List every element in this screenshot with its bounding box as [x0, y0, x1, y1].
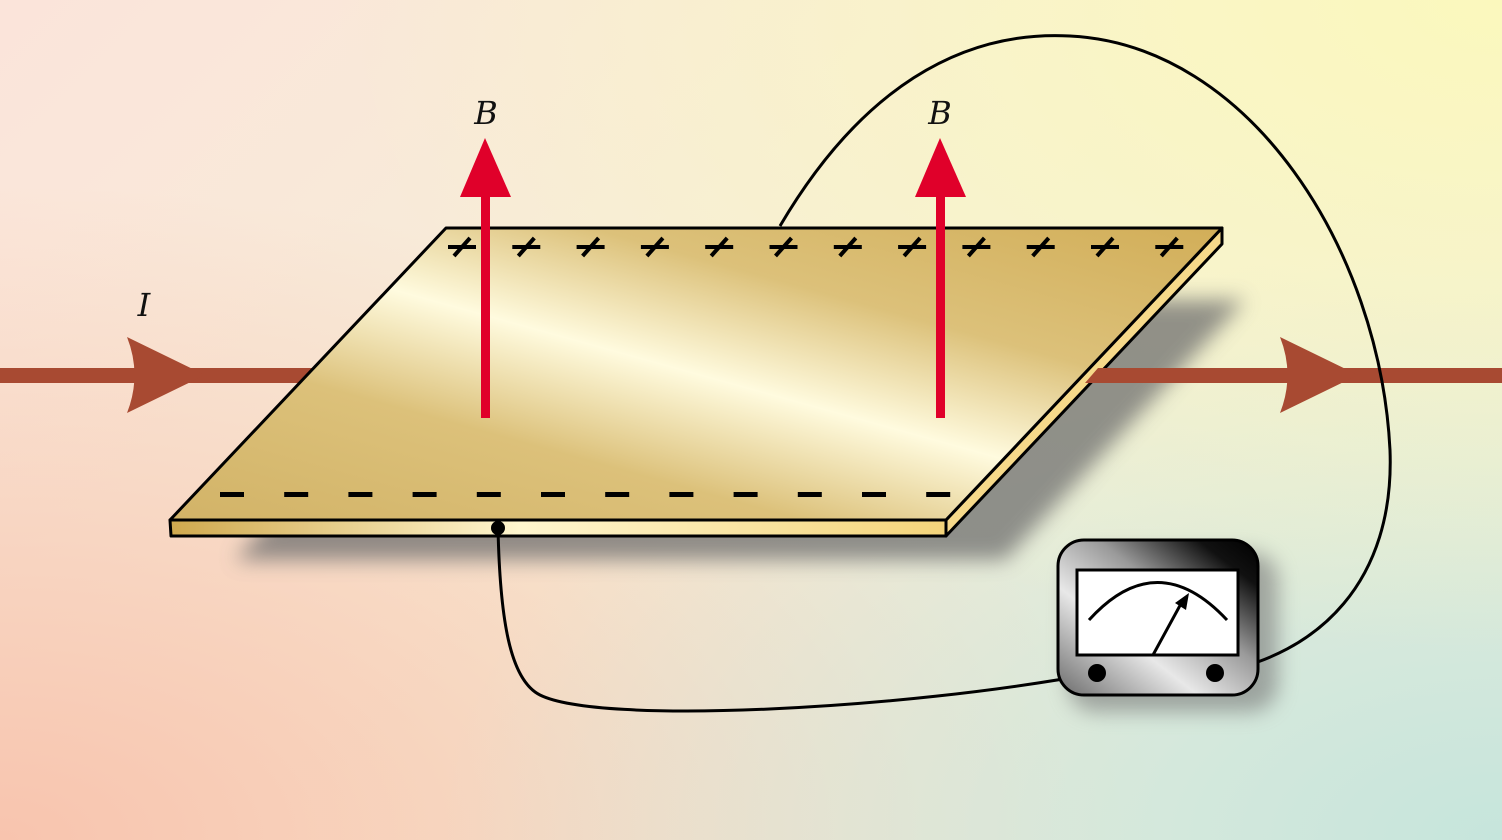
- positive-charge: [576, 236, 605, 258]
- positive-charge: [640, 236, 669, 258]
- negative-charge: [733, 492, 758, 497]
- wire-bottom: [496, 527, 1098, 713]
- negative-charges: [220, 492, 951, 497]
- current-arrow-out: [1085, 337, 1502, 413]
- magnetic-field-label-left: B: [473, 94, 498, 132]
- wire-top: [778, 34, 1392, 675]
- positive-charge: [448, 236, 476, 258]
- positive-charge: [898, 236, 927, 258]
- positive-charge: [705, 236, 734, 258]
- negative-charge: [476, 492, 501, 497]
- current-label: I: [137, 286, 152, 324]
- negative-charge: [541, 492, 565, 497]
- positive-charge: [769, 236, 798, 258]
- negative-charge: [220, 492, 244, 497]
- negative-charge: [412, 492, 437, 497]
- positive-charge: [962, 236, 991, 258]
- positive-charges: [448, 236, 1184, 258]
- positive-charge: [512, 236, 541, 258]
- negative-charge: [669, 492, 694, 497]
- positive-charge: [1091, 236, 1119, 258]
- negative-charge: [926, 492, 951, 497]
- negative-charge: [605, 492, 630, 497]
- conducting-plate: [168, 226, 1224, 538]
- magnetic-field-arrow-right: [915, 138, 966, 418]
- positive-charge: [1026, 236, 1055, 258]
- wire-contact: [491, 521, 505, 535]
- magnetic-field-label-right: B: [927, 94, 952, 132]
- negative-charge: [862, 492, 886, 497]
- positive-charge: [1155, 236, 1184, 258]
- positive-charge: [833, 236, 862, 258]
- magnetic-field-arrow-left: [460, 138, 511, 418]
- current-arrow-in: [0, 337, 320, 413]
- negative-charge: [797, 492, 822, 497]
- voltmeter-icon: [1056, 538, 1260, 697]
- negative-charge: [348, 492, 373, 497]
- negative-charge: [284, 492, 309, 497]
